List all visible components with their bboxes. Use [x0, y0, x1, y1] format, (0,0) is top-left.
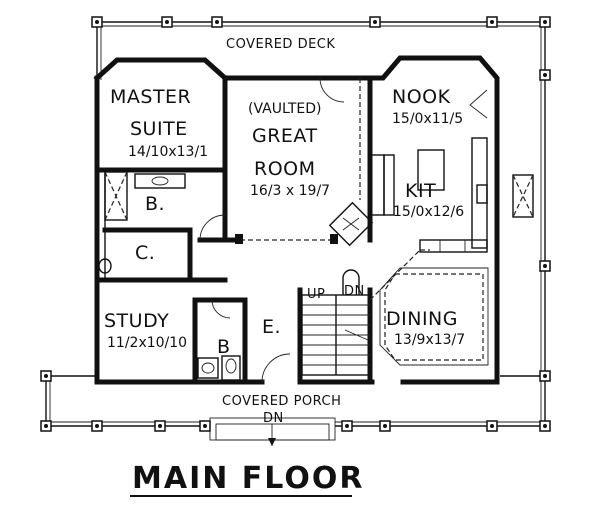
kitchen-label: KIT: [405, 180, 437, 202]
porch-down-label: DN: [263, 411, 284, 426]
plan-title: MAIN FLOOR: [132, 461, 365, 496]
small-bath-label: B: [217, 336, 231, 358]
exterior-walls: [93, 55, 500, 385]
covered-porch-label: COVERED PORCH: [222, 394, 342, 409]
kitchen-counters: [369, 137, 488, 253]
great-room-opening: [235, 78, 374, 247]
great-room-dims: 16/3 x 19/7: [250, 183, 331, 199]
master-suite-label-2: SUITE: [130, 118, 188, 140]
master-suite-dims: 14/10x13/1: [128, 144, 209, 160]
study-label: STUDY: [104, 310, 170, 332]
bay-window: [512, 174, 534, 218]
stairs: [301, 269, 371, 376]
entry-label: E.: [262, 316, 282, 338]
nook-dims: 15/0x11/5: [392, 111, 464, 127]
small-bath-fixtures: [197, 355, 241, 381]
dining-outline: [369, 249, 489, 366]
doors: [199, 77, 488, 383]
closet-label: C.: [135, 242, 156, 264]
great-room-label-1: GREAT: [252, 125, 318, 147]
dining-dims: 13/9x13/7: [394, 332, 466, 348]
master-bath-label: B.: [145, 193, 166, 215]
kitchen-dims: 15/0x12/6: [393, 204, 465, 220]
master-suite-label-1: MASTER: [110, 86, 192, 108]
master-bath-fixtures: [98, 171, 186, 274]
railing-posts: [40, 16, 551, 432]
stair-up-label: UP: [307, 287, 326, 302]
dining-label: DINING: [386, 308, 458, 330]
stair-down-label: DN: [344, 284, 365, 299]
great-room-label-2: ROOM: [254, 158, 316, 180]
great-room-vaulted: (VAULTED): [248, 101, 322, 117]
study-dims: 11/2x10/10: [107, 335, 188, 351]
nook-label: NOOK: [392, 86, 451, 108]
covered-deck-label: COVERED DECK: [226, 37, 336, 52]
